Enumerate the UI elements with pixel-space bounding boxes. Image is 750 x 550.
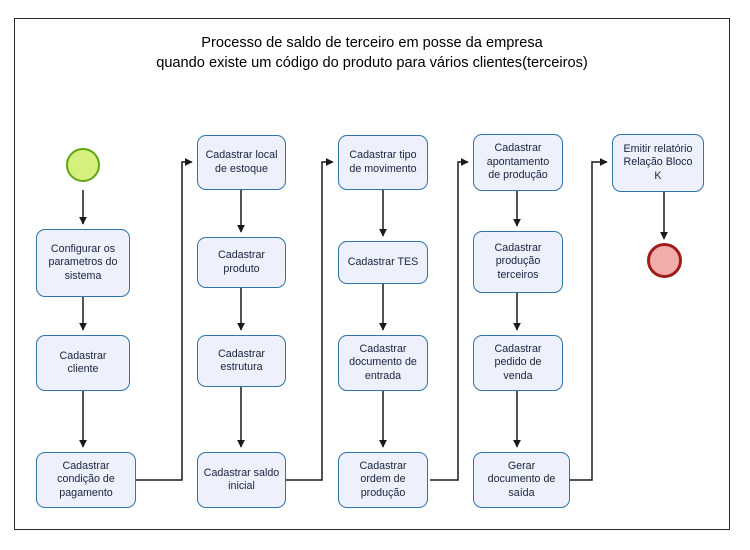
node-cadastrar-apontamento-producao[interactable]: Cadastrar apontamento de produção: [473, 134, 563, 191]
node-cadastrar-condicao-pagamento[interactable]: Cadastrar condição de pagamento: [36, 452, 136, 508]
node-cadastrar-documento-entrada[interactable]: Cadastrar documento de entrada: [338, 335, 428, 391]
node-gerar-documento-saida[interactable]: Gerar documento de saída: [473, 452, 570, 508]
node-cadastrar-tipo-movimento[interactable]: Cadastrar tipo de movimento: [338, 135, 428, 190]
node-cadastrar-saldo-inicial[interactable]: Cadastrar saldo inicial: [197, 452, 286, 508]
node-cadastrar-produto[interactable]: Cadastrar produto: [197, 237, 286, 288]
node-cadastrar-local-estoque[interactable]: Cadastrar local de estoque: [197, 135, 286, 190]
diagram-title: Processo de saldo de terceiro em posse d…: [156, 35, 588, 71]
node-cadastrar-cliente[interactable]: Cadastrar cliente: [36, 335, 130, 391]
node-cadastrar-producao-terceiros[interactable]: Cadastrar produção terceiros: [473, 231, 563, 293]
node-cadastrar-tes[interactable]: Cadastrar TES: [338, 241, 428, 284]
node-emitir-relatorio-bloco-k[interactable]: Emitir relatório Relação Bloco K: [612, 134, 704, 192]
node-cadastrar-estrutura[interactable]: Cadastrar estrutura: [197, 335, 286, 387]
node-configurar-parametros[interactable]: Configurar os parametros do sistema: [36, 229, 130, 297]
start-terminator[interactable]: [66, 148, 100, 182]
node-cadastrar-pedido-venda[interactable]: Cadastrar pedido de venda: [473, 335, 563, 391]
node-cadastrar-ordem-producao[interactable]: Cadastrar ordem de produção: [338, 452, 428, 508]
end-terminator[interactable]: [647, 243, 682, 278]
